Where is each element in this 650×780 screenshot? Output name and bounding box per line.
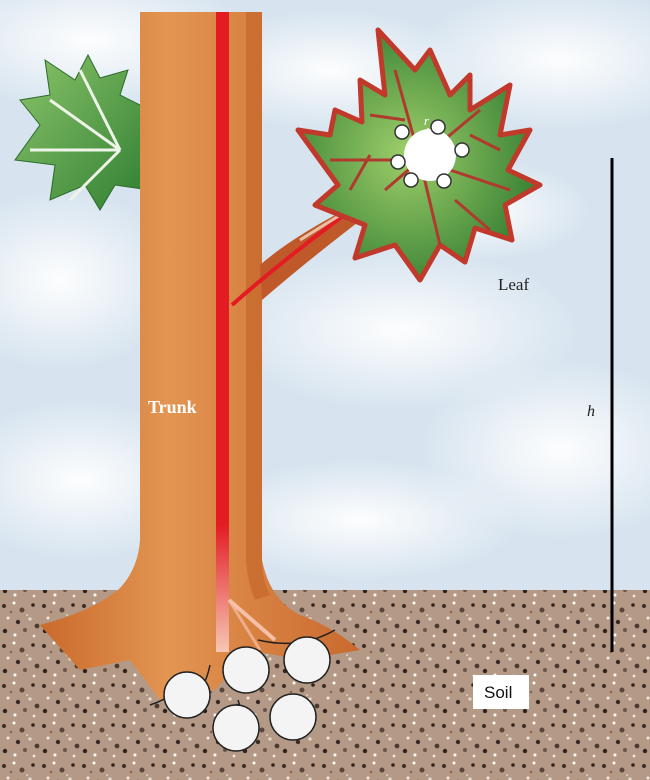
soil-label: Soil [484, 683, 512, 702]
leaf-label: Leaf [498, 275, 529, 294]
xylem-vessel [216, 12, 229, 652]
height-symbol: h [587, 403, 595, 420]
trunk-label: Trunk [148, 397, 197, 417]
